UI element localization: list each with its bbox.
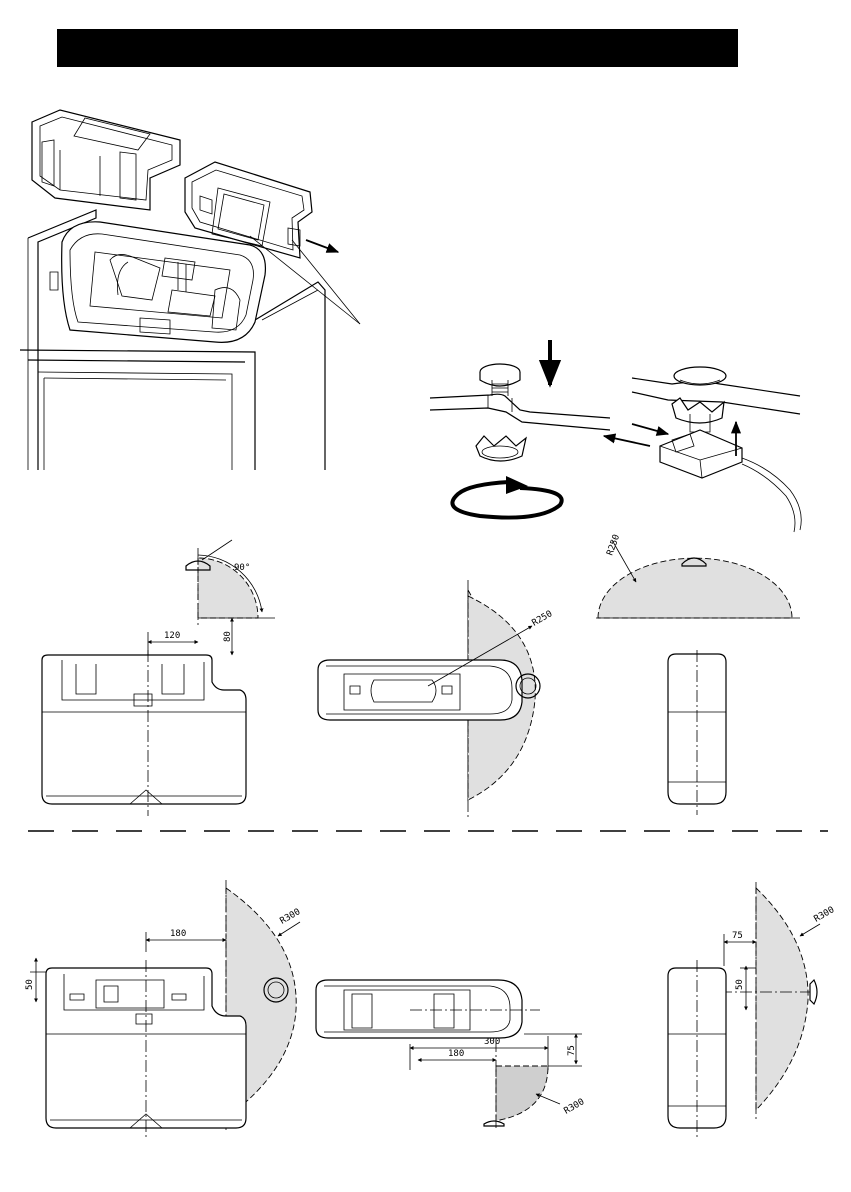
dim-label-50-a: 50	[25, 979, 35, 990]
dim-label-300: 300	[484, 1037, 500, 1047]
side-view-side-mount	[668, 882, 820, 1140]
radius-label-r300-b: R300	[563, 1097, 587, 1117]
isometric-cistern-assembly	[20, 110, 360, 470]
dim-label-75-b: 75	[732, 931, 743, 941]
dim-label-80: 80	[223, 631, 233, 642]
dim-label-180-a: 180	[170, 929, 186, 939]
radius-label-r300-a: R300	[279, 907, 303, 927]
dim-label-50-b: 50	[735, 979, 745, 990]
dim-label-120: 120	[164, 631, 180, 641]
top-view-side-mount	[318, 580, 540, 820]
side-view-top-mount	[596, 540, 800, 815]
dim-label-75-a: 75	[567, 1045, 577, 1056]
front-view-top-mount	[42, 540, 275, 816]
radius-label-r300-c: R300	[813, 905, 837, 925]
angle-label-90: 90°	[234, 563, 250, 573]
radius-label-r250-mid: R250	[531, 609, 555, 629]
front-view-side-mount	[30, 880, 300, 1140]
push-button-fitting-detail	[430, 340, 801, 532]
dim-label-180-b: 180	[448, 1049, 464, 1059]
